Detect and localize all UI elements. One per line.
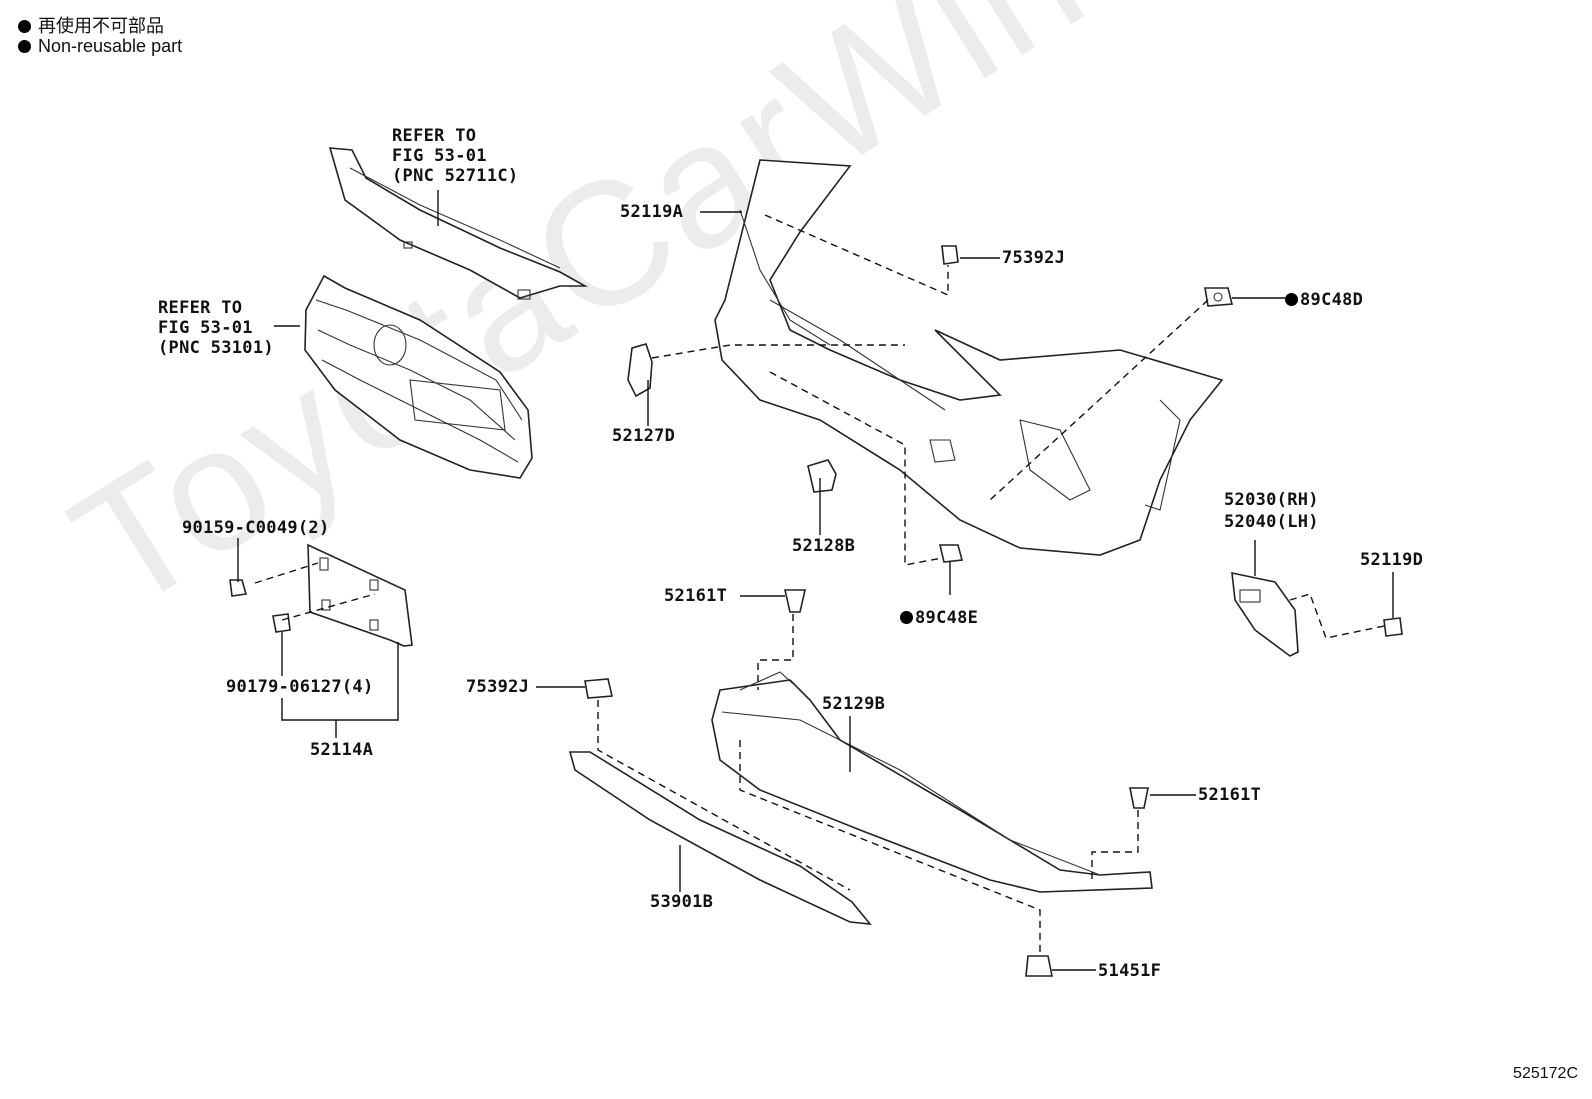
non-reusable-dot-icon (18, 20, 31, 33)
leader-lines (237, 190, 1394, 971)
ref-grille-line3: (PNC 53101) (158, 338, 274, 358)
dashed-install-lines (254, 214, 1385, 955)
legend-en: Non-reusable part (18, 36, 182, 57)
radiator-grille (304, 274, 533, 479)
part-label-52161t-right[interactable]: 52161T (1198, 785, 1262, 805)
part-label-75392j-top[interactable]: 75392J (1002, 248, 1066, 268)
part-label-53901b[interactable]: 53901B (650, 892, 714, 912)
ref-top-line3: (PNC 52711C) (392, 166, 519, 186)
lower-spoiler (711, 671, 1153, 893)
ref-grille-line1: REFER TO (158, 298, 243, 318)
upper-grille-molding (328, 147, 589, 300)
part-label-52119d[interactable]: 52119D (1360, 550, 1424, 570)
part-label-52040-lh[interactable]: 52040(LH) (1224, 512, 1319, 532)
part-label-52161t-top[interactable]: 52161T (664, 586, 728, 606)
legend-jp: 再使用不可部品 (18, 12, 164, 38)
part-label-51451f[interactable]: 51451F (1098, 961, 1162, 981)
license-plate-bracket (307, 543, 413, 647)
part-label-75392j-lower[interactable]: 75392J (466, 677, 530, 697)
ref-top-line1: REFER TO (392, 126, 477, 146)
lower-molding (568, 751, 872, 925)
front-bumper-cover (714, 159, 1224, 556)
figure-code: 525172C (1513, 1065, 1578, 1082)
legend-jp-text: 再使用不可部品 (38, 16, 164, 36)
part-label-52114a[interactable]: 52114A (310, 740, 374, 760)
fog-lamp-cover (1231, 571, 1299, 657)
part-label-52127d[interactable]: 52127D (612, 426, 676, 446)
part-label-89c48e[interactable]: 89C48E (900, 608, 978, 628)
part-label-52128b[interactable]: 52128B (792, 536, 856, 556)
legend-en-text: Non-reusable part (38, 36, 183, 56)
part-label-90159-c0049[interactable]: 90159-C0049(2) (182, 518, 330, 538)
part-label-52030-rh[interactable]: 52030(RH) (1224, 490, 1319, 510)
part-label-90179-06127[interactable]: 90179-06127(4) (226, 677, 374, 697)
part-label-52119a[interactable]: 52119A (620, 202, 684, 222)
ref-top-line2: FIG 53-01 (392, 146, 487, 166)
part-label-89c48d[interactable]: 89C48D (1285, 290, 1363, 310)
ref-grille-line2: FIG 53-01 (158, 318, 253, 338)
non-reusable-dot-icon (18, 40, 31, 53)
part-label-52129b[interactable]: 52129B (822, 694, 886, 714)
